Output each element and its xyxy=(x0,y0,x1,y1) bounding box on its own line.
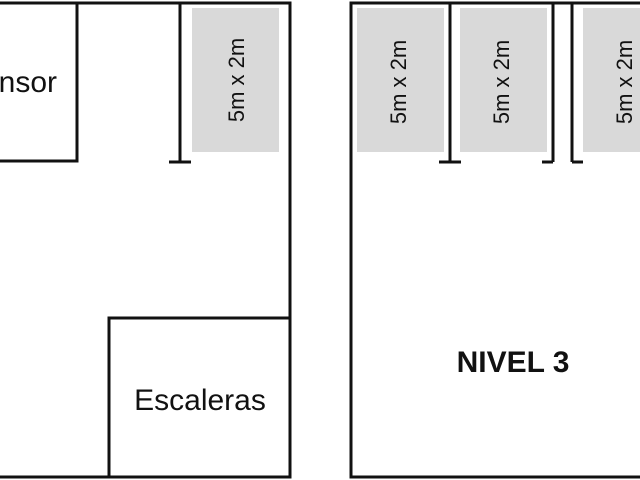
level-label: NIVEL 3 xyxy=(457,346,570,379)
left-section: Ascensor Escaleras 5m x 2m xyxy=(0,1,292,479)
parking-divider xyxy=(570,3,583,164)
stairs-label: Escaleras xyxy=(134,384,266,417)
parking-space xyxy=(583,8,640,152)
elevator-room xyxy=(0,3,79,163)
parking-divider xyxy=(169,3,191,164)
parking-divider xyxy=(542,3,555,164)
left-section-outline xyxy=(0,1,292,479)
right-section-outline xyxy=(349,1,640,479)
parking-space xyxy=(460,8,547,152)
parking-space xyxy=(192,8,279,152)
stairs-room xyxy=(107,316,290,477)
parking-space-label: 5m x 2m xyxy=(386,40,411,124)
parking-space-label: 5m x 2m xyxy=(612,40,637,124)
parking-space-label: 5m x 2m xyxy=(224,38,249,122)
parking-space xyxy=(357,8,444,152)
parking-space-label: 5m x 2m xyxy=(489,40,514,124)
parking-divider xyxy=(439,3,461,164)
elevator-label: Ascensor xyxy=(0,66,57,99)
right-section: 5m x 2m 5m x 2m 5m x 2m NIVEL 3 xyxy=(349,1,640,479)
